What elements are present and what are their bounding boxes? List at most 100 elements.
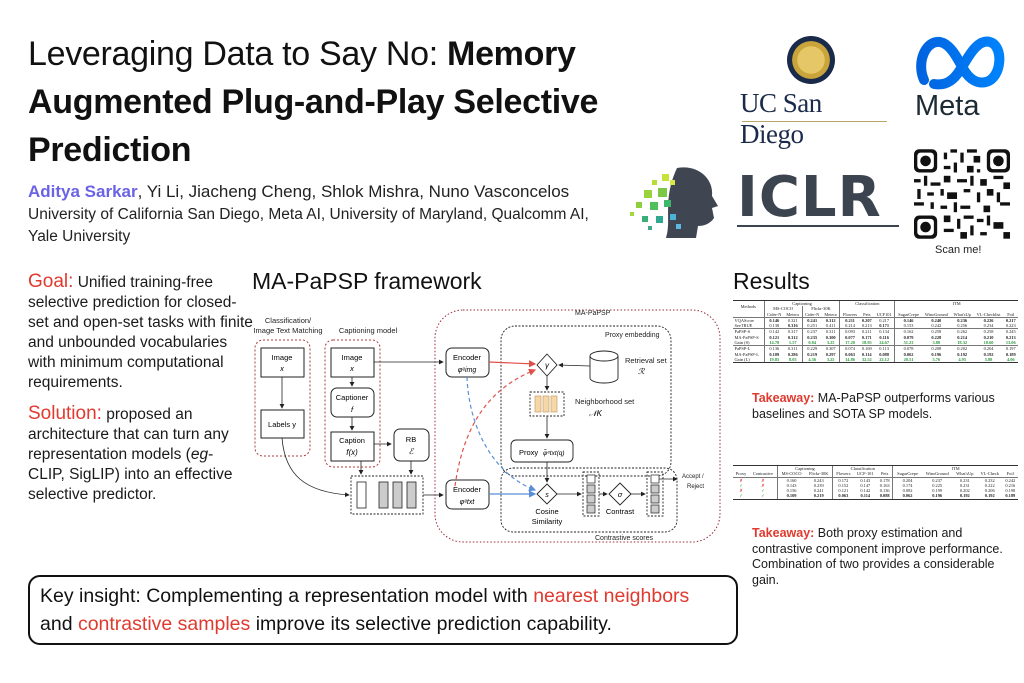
table-cell: 0.153 [894, 323, 922, 329]
proxy-flag-icon: ✗ [739, 488, 743, 494]
table-cell: 0.074 [839, 345, 860, 352]
table-cell: 19.85 [763, 356, 784, 364]
f-label: f [351, 405, 354, 414]
table-cell: 0.142 [763, 328, 784, 335]
table-cell: 0.206 [984, 488, 995, 494]
t1-col-header: Meteor [821, 311, 840, 318]
group-captioning: Captioning [763, 300, 840, 307]
method-name: SeeTRUE [734, 323, 753, 329]
reject-label: Reject [687, 484, 704, 490]
table-cell: 0.223 [1005, 323, 1016, 329]
table-cell: 0.236 [957, 317, 968, 323]
accept-label: Accept / [682, 474, 704, 480]
table-cell: 0.088 [876, 493, 893, 500]
t2-group-captioning: Captioning [776, 465, 833, 472]
table-cell: 0.062 [892, 493, 922, 500]
retrieval-set-label: Retrieval set [625, 356, 668, 365]
table-cell: 32.52 [859, 356, 874, 364]
label-ma-papsp: MA-PaPSP [575, 310, 611, 317]
table-cell: 1.57 [788, 340, 797, 346]
contrast-label: Contrast [606, 507, 635, 516]
table-cell: 0.169 [859, 345, 874, 352]
iclr-underline [737, 225, 899, 227]
method-name: VQAScore [734, 317, 755, 323]
takeaway-2-text: Both proxy estimation and contrastive co… [752, 526, 1003, 587]
sub-flickr: Flickr-30K [801, 306, 840, 312]
table-cell: 4.06 [1003, 356, 1018, 364]
table-cell: 0.312 [825, 317, 836, 323]
poster-title: Leveraging Data to Say No: Memory Augmen… [28, 30, 708, 174]
table-cell: 0.174 [892, 482, 922, 489]
qr-code-icon[interactable] [914, 149, 1010, 239]
contrastive-scores-label: Contrastive scores [595, 535, 653, 542]
method-name: PaPSP-L [733, 345, 765, 352]
solution-text: proposed an architecture that can turn a… [28, 406, 229, 463]
t1-col-header: Cider-N [763, 311, 784, 318]
goal-text: Unified training-free selective predicti… [28, 274, 253, 391]
ucsd-seal-icon [787, 36, 835, 84]
label-classification: Classification/ [265, 316, 312, 325]
table-cell: 0.146 [894, 317, 922, 324]
table-cell: 0.213 [1005, 334, 1016, 340]
r-label: ℛ [638, 367, 645, 376]
t2-col-header: Contrastive [749, 471, 778, 478]
table-cell: 0.113 [874, 345, 895, 352]
results-title: Results [733, 268, 810, 294]
table-cell: 0.241 [801, 317, 822, 324]
table-cell: 0.251 [801, 323, 822, 329]
takeaway-2: Takeaway: Both proxy estimation and cont… [752, 526, 1022, 588]
table-cell: 0.210 [983, 334, 994, 340]
method-name: MA-PaPSP-L [734, 351, 759, 357]
table-cell: 0.109 [776, 493, 806, 500]
proxy-symbol: φ̃ᵉtxt(q) [543, 449, 565, 457]
insight-highlight-contrastive: contrastive samples [77, 613, 251, 635]
solution-text-2: - CLIP, SigLIP) into an effective select… [28, 446, 233, 503]
takeaway-1: Takeaway: MA-PaPSP outperforms various b… [752, 391, 1022, 422]
table-cell: 0.231 [959, 482, 970, 488]
table-cell: 0.079 [894, 334, 922, 341]
table-cell: 0.245 [1003, 328, 1018, 335]
t2-col-header: Foil [1002, 471, 1018, 478]
table-cell: 0.258 [973, 328, 1004, 335]
caption-box [330, 431, 375, 462]
phi-img-label: φᵉimg [458, 367, 477, 374]
table-cell: 0.228 [931, 334, 942, 340]
table-cell: 0.192 [983, 351, 994, 357]
s-label: s [545, 492, 549, 499]
ai-head-logo-icon [630, 167, 718, 238]
table-cell: 0.121 [832, 488, 854, 494]
t2-col-header: Flowers [832, 471, 854, 478]
table-cell: 0.146 [763, 317, 784, 324]
table-cell: 20.51 [894, 356, 922, 364]
table-cell: 0.300 [825, 334, 836, 340]
table-cell: 0.088 [879, 351, 890, 357]
table-cell: 0.286 [787, 351, 798, 357]
table-cell: 0.114 [853, 493, 877, 500]
table-cell: 0.258 [921, 328, 951, 335]
table-cell: 0.232 [984, 477, 995, 483]
table-cell: 0.312 [787, 334, 798, 340]
contrastive-scores-container [500, 467, 678, 533]
table-cell: 4.36 [801, 356, 822, 364]
lead-author: Aditya Sarkar [28, 182, 138, 201]
t1-col-header: Foil [1003, 311, 1018, 318]
table-cell: 0.243 [813, 477, 824, 483]
table-cell: 0.192 [957, 351, 968, 357]
t2-col-header: SugarCrepe [892, 471, 922, 478]
results-table-main: Methods Captioning Classification ITM MS… [733, 299, 1018, 364]
table-cell: 3.80 [932, 340, 941, 346]
table-cell: 0.229 [801, 345, 822, 352]
contrastive-flag-icon: ✓ [749, 493, 778, 500]
table-cell: 0.116 [879, 334, 889, 340]
table-cell: 0.202 [950, 345, 974, 352]
ucsd-logo-text: UC San Diego [740, 88, 822, 149]
t1-col-header: Pets [859, 311, 874, 318]
table-cell: 0.262 [950, 328, 974, 335]
table-cell: 13.06 [1005, 340, 1016, 346]
table-cell: 18.60 [983, 340, 994, 346]
table-cell: 51.23 [894, 340, 922, 346]
proxy-flag-icon: ✗ [739, 477, 743, 483]
